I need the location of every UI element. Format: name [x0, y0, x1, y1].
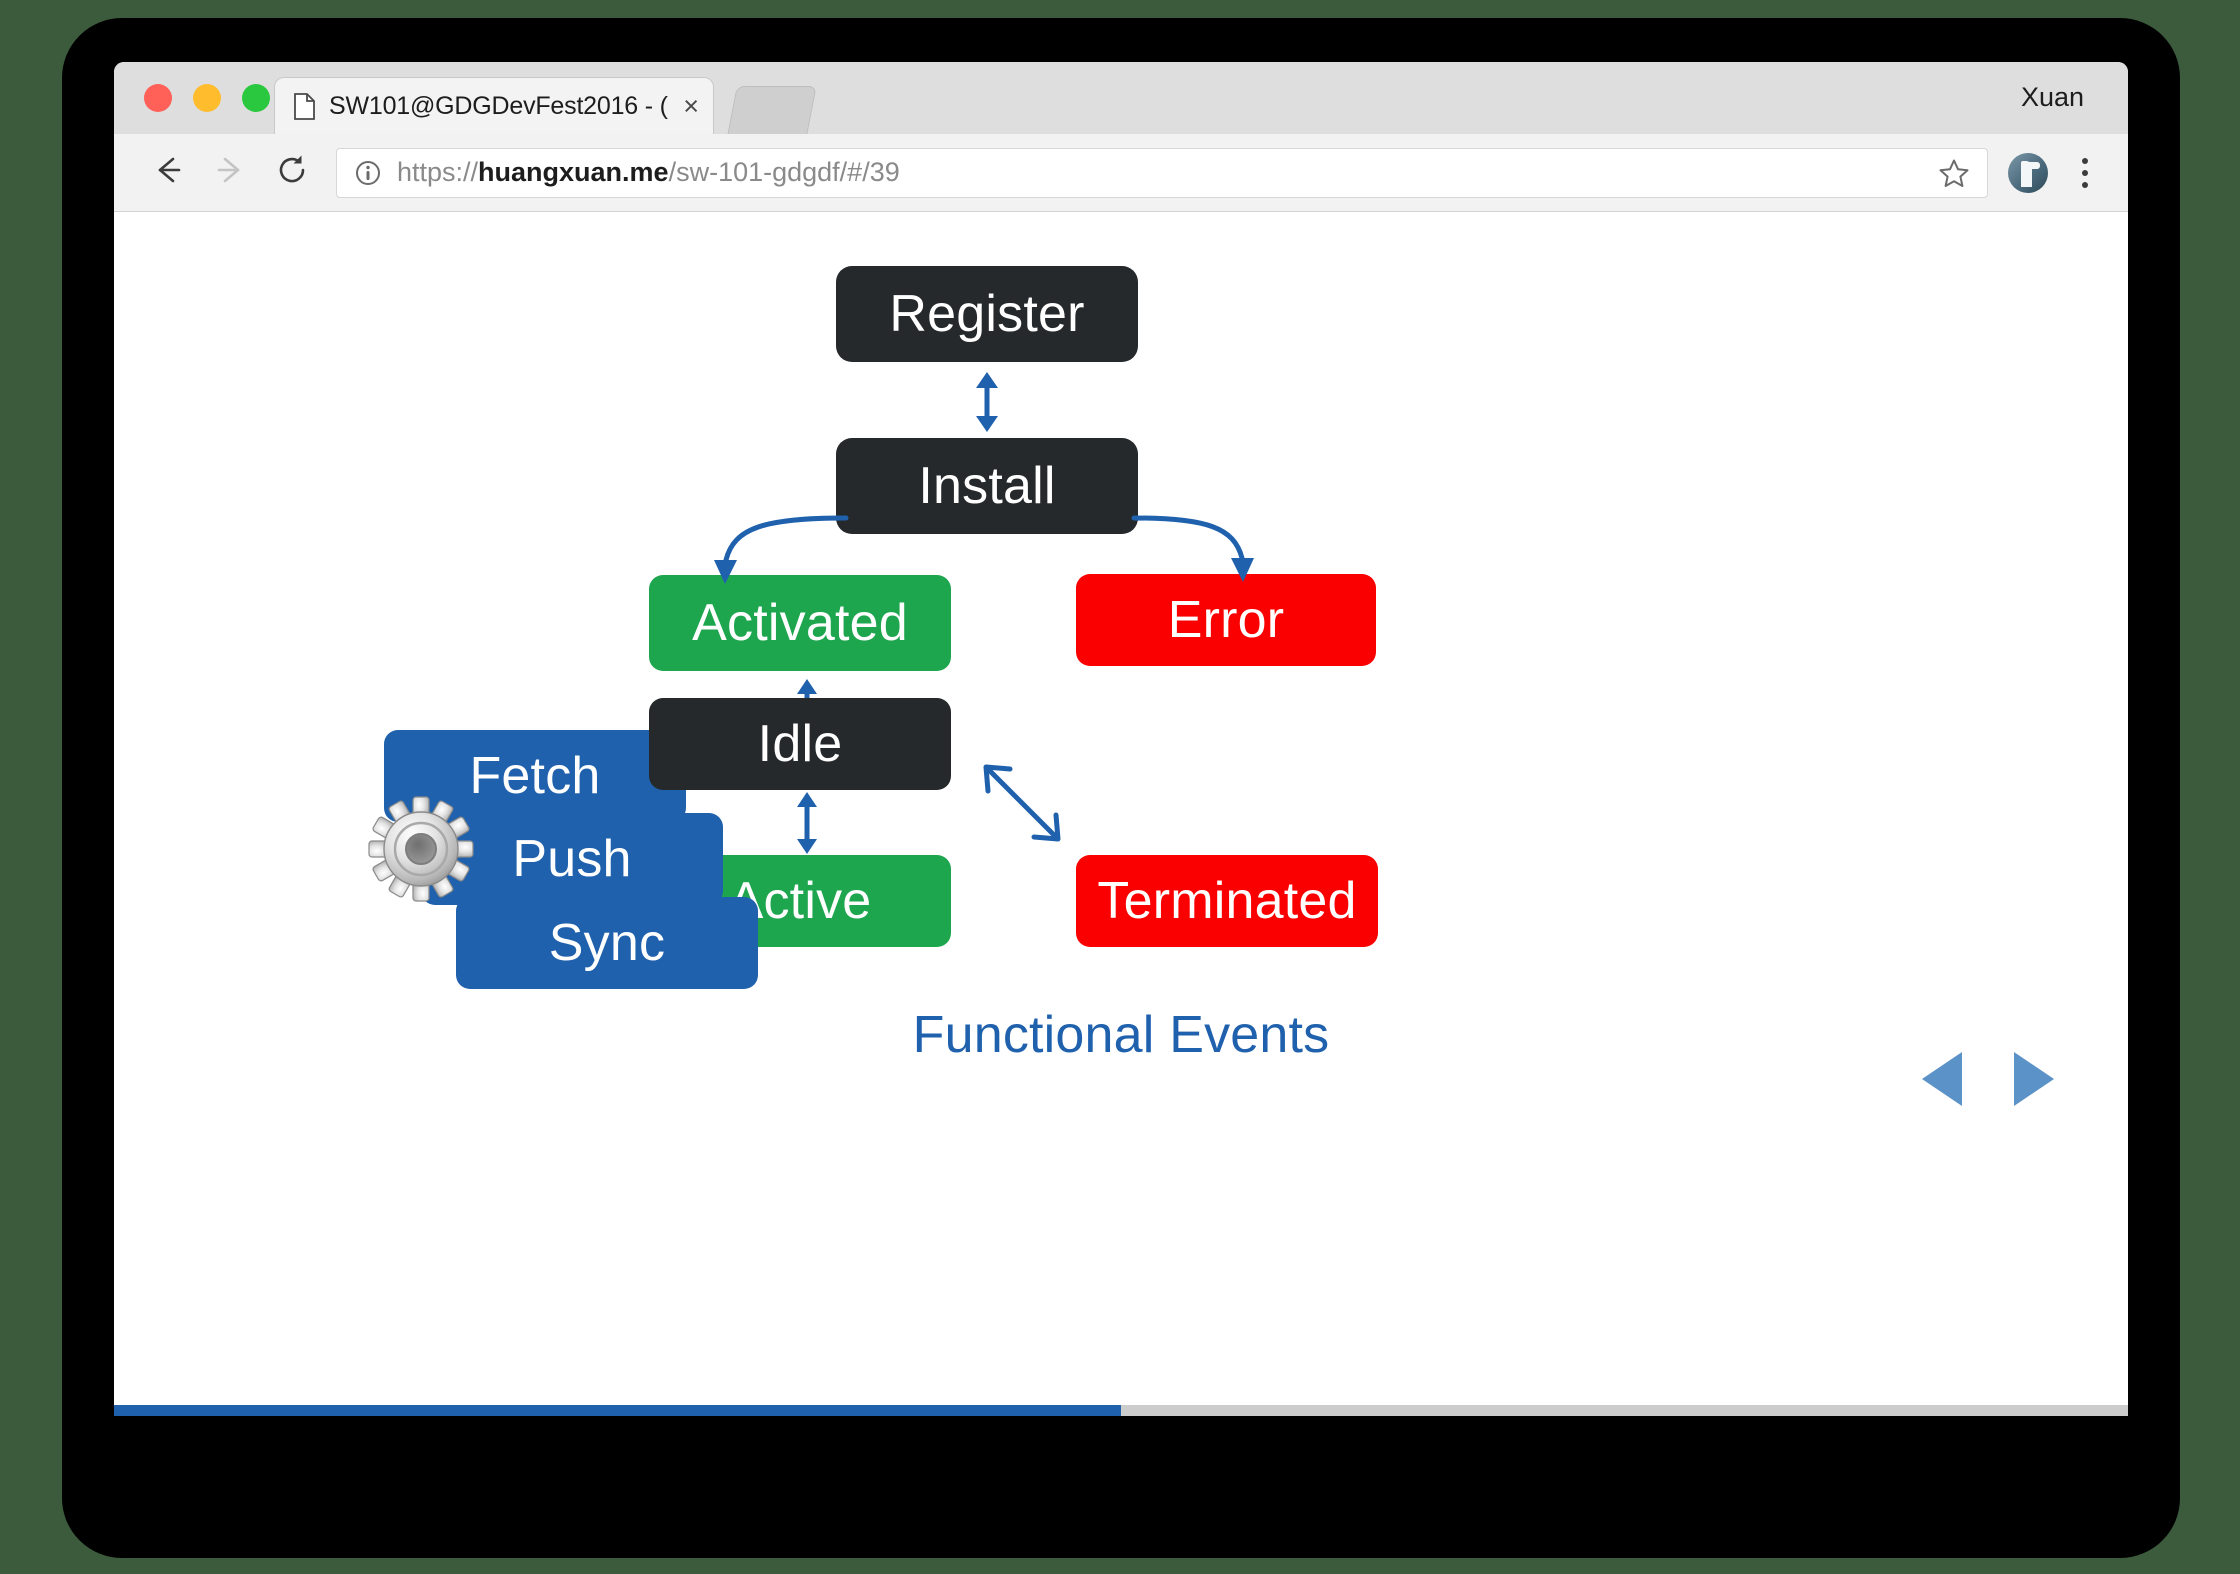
service-worker-lifecycle-diagram: Register Install Activated Error Idle Ac…: [114, 212, 2128, 1416]
node-terminated: Terminated: [1076, 855, 1378, 947]
tab-title: SW101@GDGDevFest2016 - (: [329, 91, 668, 120]
arrow-active-terminated: [983, 764, 1061, 842]
browser-toolbar: https://huangxuan.me/sw-101-gdgdf/#/39: [114, 134, 2128, 212]
browser-window: SW101@GDGDevFest2016 - ( × Xuan: [114, 62, 2128, 1416]
url-path: /sw-101-gdgdf/#/39: [668, 157, 900, 187]
reload-button[interactable]: [266, 147, 318, 199]
menu-dot: [2082, 181, 2088, 188]
profile-name[interactable]: Xuan: [2020, 82, 2084, 112]
node-idle: Idle: [649, 698, 951, 790]
window-controls: [144, 84, 270, 112]
arrow-idle-active: [797, 792, 817, 854]
reload-icon: [275, 153, 309, 192]
node-push: Push: [421, 813, 723, 905]
maximize-window-button[interactable]: [242, 84, 270, 112]
node-sync: Sync: [456, 897, 758, 989]
document-icon: [293, 92, 315, 120]
slide-navigation: [1922, 1052, 2054, 1106]
tab-strip: SW101@GDGDevFest2016 - ( × Xuan: [114, 62, 2128, 135]
url-text: https://huangxuan.me/sw-101-gdgdf/#/39: [397, 157, 1927, 188]
forward-button[interactable]: [204, 147, 256, 199]
minimize-window-button[interactable]: [193, 84, 221, 112]
slide-progress-track[interactable]: [114, 1405, 2128, 1416]
next-slide-button[interactable]: [2014, 1052, 2054, 1106]
close-tab-button[interactable]: ×: [683, 90, 699, 121]
node-error: Error: [1076, 574, 1376, 666]
bookmark-star-icon[interactable]: [1937, 156, 1971, 190]
slide-caption: Functional Events: [912, 1006, 1330, 1064]
url-host: huangxuan.me: [478, 157, 669, 187]
node-install: Install: [836, 438, 1138, 534]
previous-slide-button[interactable]: [1922, 1052, 1962, 1106]
new-tab-button[interactable]: [727, 86, 817, 135]
arrow-right-icon: [213, 153, 247, 192]
page-info-icon[interactable]: [353, 158, 383, 188]
back-button[interactable]: [142, 147, 194, 199]
slide-progress-fill: [114, 1405, 1121, 1416]
url-scheme: https://: [397, 157, 479, 187]
node-activated: Activated: [649, 575, 951, 671]
address-bar[interactable]: https://huangxuan.me/sw-101-gdgdf/#/39: [336, 147, 1988, 198]
menu-dot: [2082, 157, 2088, 164]
menu-dot: [2082, 169, 2088, 176]
profile-avatar-icon[interactable]: [2008, 152, 2048, 193]
arrow-left-icon: [151, 153, 185, 192]
browser-tab[interactable]: SW101@GDGDevFest2016 - ( ×: [274, 77, 714, 134]
node-register: Register: [836, 266, 1138, 362]
close-window-button[interactable]: [144, 84, 172, 112]
three-dot-menu-icon[interactable]: [2070, 151, 2100, 195]
slide-viewport: Register Install Activated Error Idle Ac…: [114, 212, 2128, 1416]
node-fetch: Fetch: [384, 730, 686, 822]
arrow-register-install: [976, 372, 998, 432]
